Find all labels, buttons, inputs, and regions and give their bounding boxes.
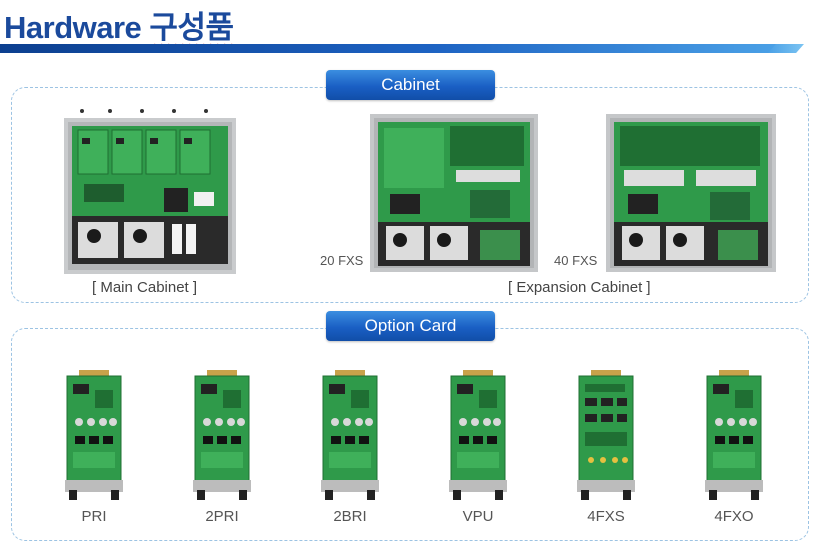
expansion-20fxs-label: 20 FXS <box>320 253 364 268</box>
expansion-cabinet-caption: [ Expansion Cabinet ] <box>508 279 651 296</box>
page-title-main: Hardware <box>4 10 142 45</box>
option-card-2bri-photo <box>321 370 379 502</box>
expansion-cabinet-40fxs-photo <box>606 114 776 272</box>
option-card-4fxo-photo <box>705 370 763 502</box>
expansion-cabinet-20fxs-photo <box>370 114 538 272</box>
option-card-label-2pri: 2PRI <box>205 508 239 525</box>
option-card-label-vpu: VPU <box>462 508 494 525</box>
option-card-pri-photo <box>65 370 123 502</box>
page-title-sub: 구성품 <box>149 10 234 45</box>
cabinet-section-label: Cabinet <box>326 70 495 100</box>
title-underline-bar <box>0 44 776 53</box>
option-card-vpu-photo <box>449 370 507 502</box>
expansion-40fxs-label: 40 FXS <box>554 253 598 268</box>
title-underline-accent <box>768 44 804 53</box>
main-cabinet-caption: [ Main Cabinet ] <box>92 279 198 296</box>
option-card-label-4fxs: 4FXS <box>587 508 625 525</box>
option-card-panel <box>11 328 809 541</box>
option-card-2pri-photo <box>193 370 251 502</box>
option-card-label-4fxo: 4FXO <box>714 508 754 525</box>
option-card-section-label: Option Card <box>326 311 495 341</box>
option-card-label-pri: PRI <box>81 508 107 525</box>
page-title: Hardware 구성품 <box>4 2 234 47</box>
main-cabinet-photo <box>64 104 236 274</box>
option-card-label-2bri: 2BRI <box>333 508 367 525</box>
option-card-4fxs-photo <box>577 370 635 502</box>
